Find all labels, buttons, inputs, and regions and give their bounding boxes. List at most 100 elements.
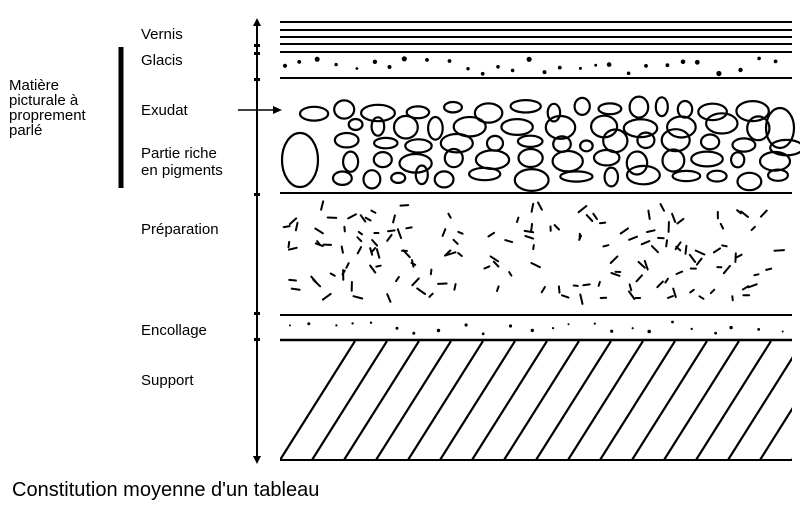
encollage-dot (307, 322, 311, 326)
preparation-fleck (504, 239, 514, 244)
preparation-fleck (656, 280, 664, 289)
glacis-dot (773, 59, 778, 64)
glacis-dot (425, 58, 429, 62)
preparation-fleck (585, 214, 594, 222)
preparation-fleck (516, 216, 520, 223)
pigment-particle (544, 114, 577, 140)
glacis-dot (680, 59, 686, 65)
pigment-particle (513, 168, 550, 193)
preparation-fleck (689, 288, 695, 294)
glacis-dot (372, 59, 378, 64)
exudat-arrow-head (273, 106, 282, 114)
pigment-particle (517, 147, 544, 169)
preparation-fleck (287, 246, 298, 251)
pigment-particle (390, 171, 407, 184)
glacis-dot (542, 70, 547, 75)
glacis-dot (480, 71, 485, 76)
pigment-particle (736, 171, 763, 192)
pigment-particle (625, 164, 661, 186)
axis-arrow-bottom (253, 456, 261, 464)
pigment-particle (625, 150, 649, 176)
preparation-fleck (312, 278, 322, 288)
glacis-dot (282, 63, 288, 68)
preparation-fleck (320, 200, 325, 211)
preparation-fleck (598, 221, 607, 225)
glacis-dot (297, 60, 302, 64)
preparation-fleck (447, 212, 452, 219)
encollage-dot (567, 323, 570, 326)
pigment-particle (362, 169, 382, 190)
preparation-fleck (457, 252, 463, 257)
glacis-dot (526, 56, 532, 62)
preparation-fleck (371, 239, 379, 247)
pigment-particle (427, 115, 444, 141)
glacis-dot (644, 64, 648, 68)
glacis-dot (510, 68, 515, 73)
preparation-fleck (399, 204, 410, 207)
preparation-fleck (395, 276, 400, 283)
preparation-fleck (646, 229, 656, 233)
preparation-fleck (347, 213, 357, 220)
preparation-fleck (619, 227, 629, 235)
pigment-particle (730, 151, 746, 169)
encollage-dot (757, 328, 761, 331)
pigment-particle (671, 169, 702, 183)
pigment-particle (439, 132, 474, 154)
preparation-fleck (530, 262, 541, 269)
encollage-dot (464, 323, 468, 327)
glacis-dot (716, 70, 722, 77)
encollage-dot (412, 331, 416, 335)
preparation-fleck (553, 224, 560, 231)
encollage-dot (335, 324, 338, 327)
preparation-fleck (387, 229, 396, 233)
preparation-fleck (722, 264, 731, 275)
encollage-dot (647, 329, 651, 334)
group-label-matiere-picturale: Matière picturale à proprement parlé (9, 77, 86, 139)
pigment-particle (360, 103, 397, 123)
support-hatch-line (407, 341, 484, 460)
pigment-particle (654, 96, 669, 118)
encollage-dot (593, 322, 596, 325)
layer-encollage (280, 314, 792, 342)
pigment-particle (697, 102, 728, 122)
encollage-dot (610, 329, 614, 333)
encollage-dot (508, 324, 513, 328)
preparation-fleck (610, 272, 621, 277)
glacis-dot (496, 65, 500, 69)
label-vernis: Vernis (141, 26, 183, 43)
pigment-particle (735, 99, 770, 123)
pigment-particle (766, 168, 789, 182)
encollage-dot (369, 321, 373, 324)
preparation-fleck (540, 286, 546, 294)
preparation-fleck (457, 230, 464, 235)
preparation-fleck (386, 293, 392, 303)
preparation-fleck (321, 292, 332, 301)
encollage-dot (551, 327, 555, 330)
preparation-fleck (561, 294, 570, 299)
support-hatch-line (280, 341, 356, 460)
glacis-dot (334, 62, 338, 67)
pigment-particle (405, 105, 431, 120)
preparation-fleck (492, 260, 500, 268)
preparation-fleck (643, 259, 649, 271)
pigment-particle (731, 137, 757, 153)
support-hatch-line (695, 341, 772, 460)
preparation-fleck (736, 209, 742, 215)
pigment-particle (370, 116, 386, 137)
preparation-fleck (675, 270, 684, 275)
pigment-particle (433, 170, 455, 189)
pigment-particle (666, 115, 697, 139)
pigment-particle (500, 117, 534, 136)
glacis-dot (557, 65, 562, 70)
preparation-fleck (483, 265, 491, 270)
pigment-particle (443, 147, 464, 169)
support-hatch-line (599, 341, 676, 460)
preparation-fleck (597, 280, 601, 287)
preparation-fleck (410, 262, 417, 266)
preparation-fleck (530, 202, 535, 213)
label-exudat: Exudat (141, 102, 188, 119)
preparation-fleck (532, 244, 535, 251)
encollage-dot (351, 322, 354, 325)
label-encollage: Encollage (141, 322, 207, 339)
preparation-fleck (530, 222, 534, 233)
